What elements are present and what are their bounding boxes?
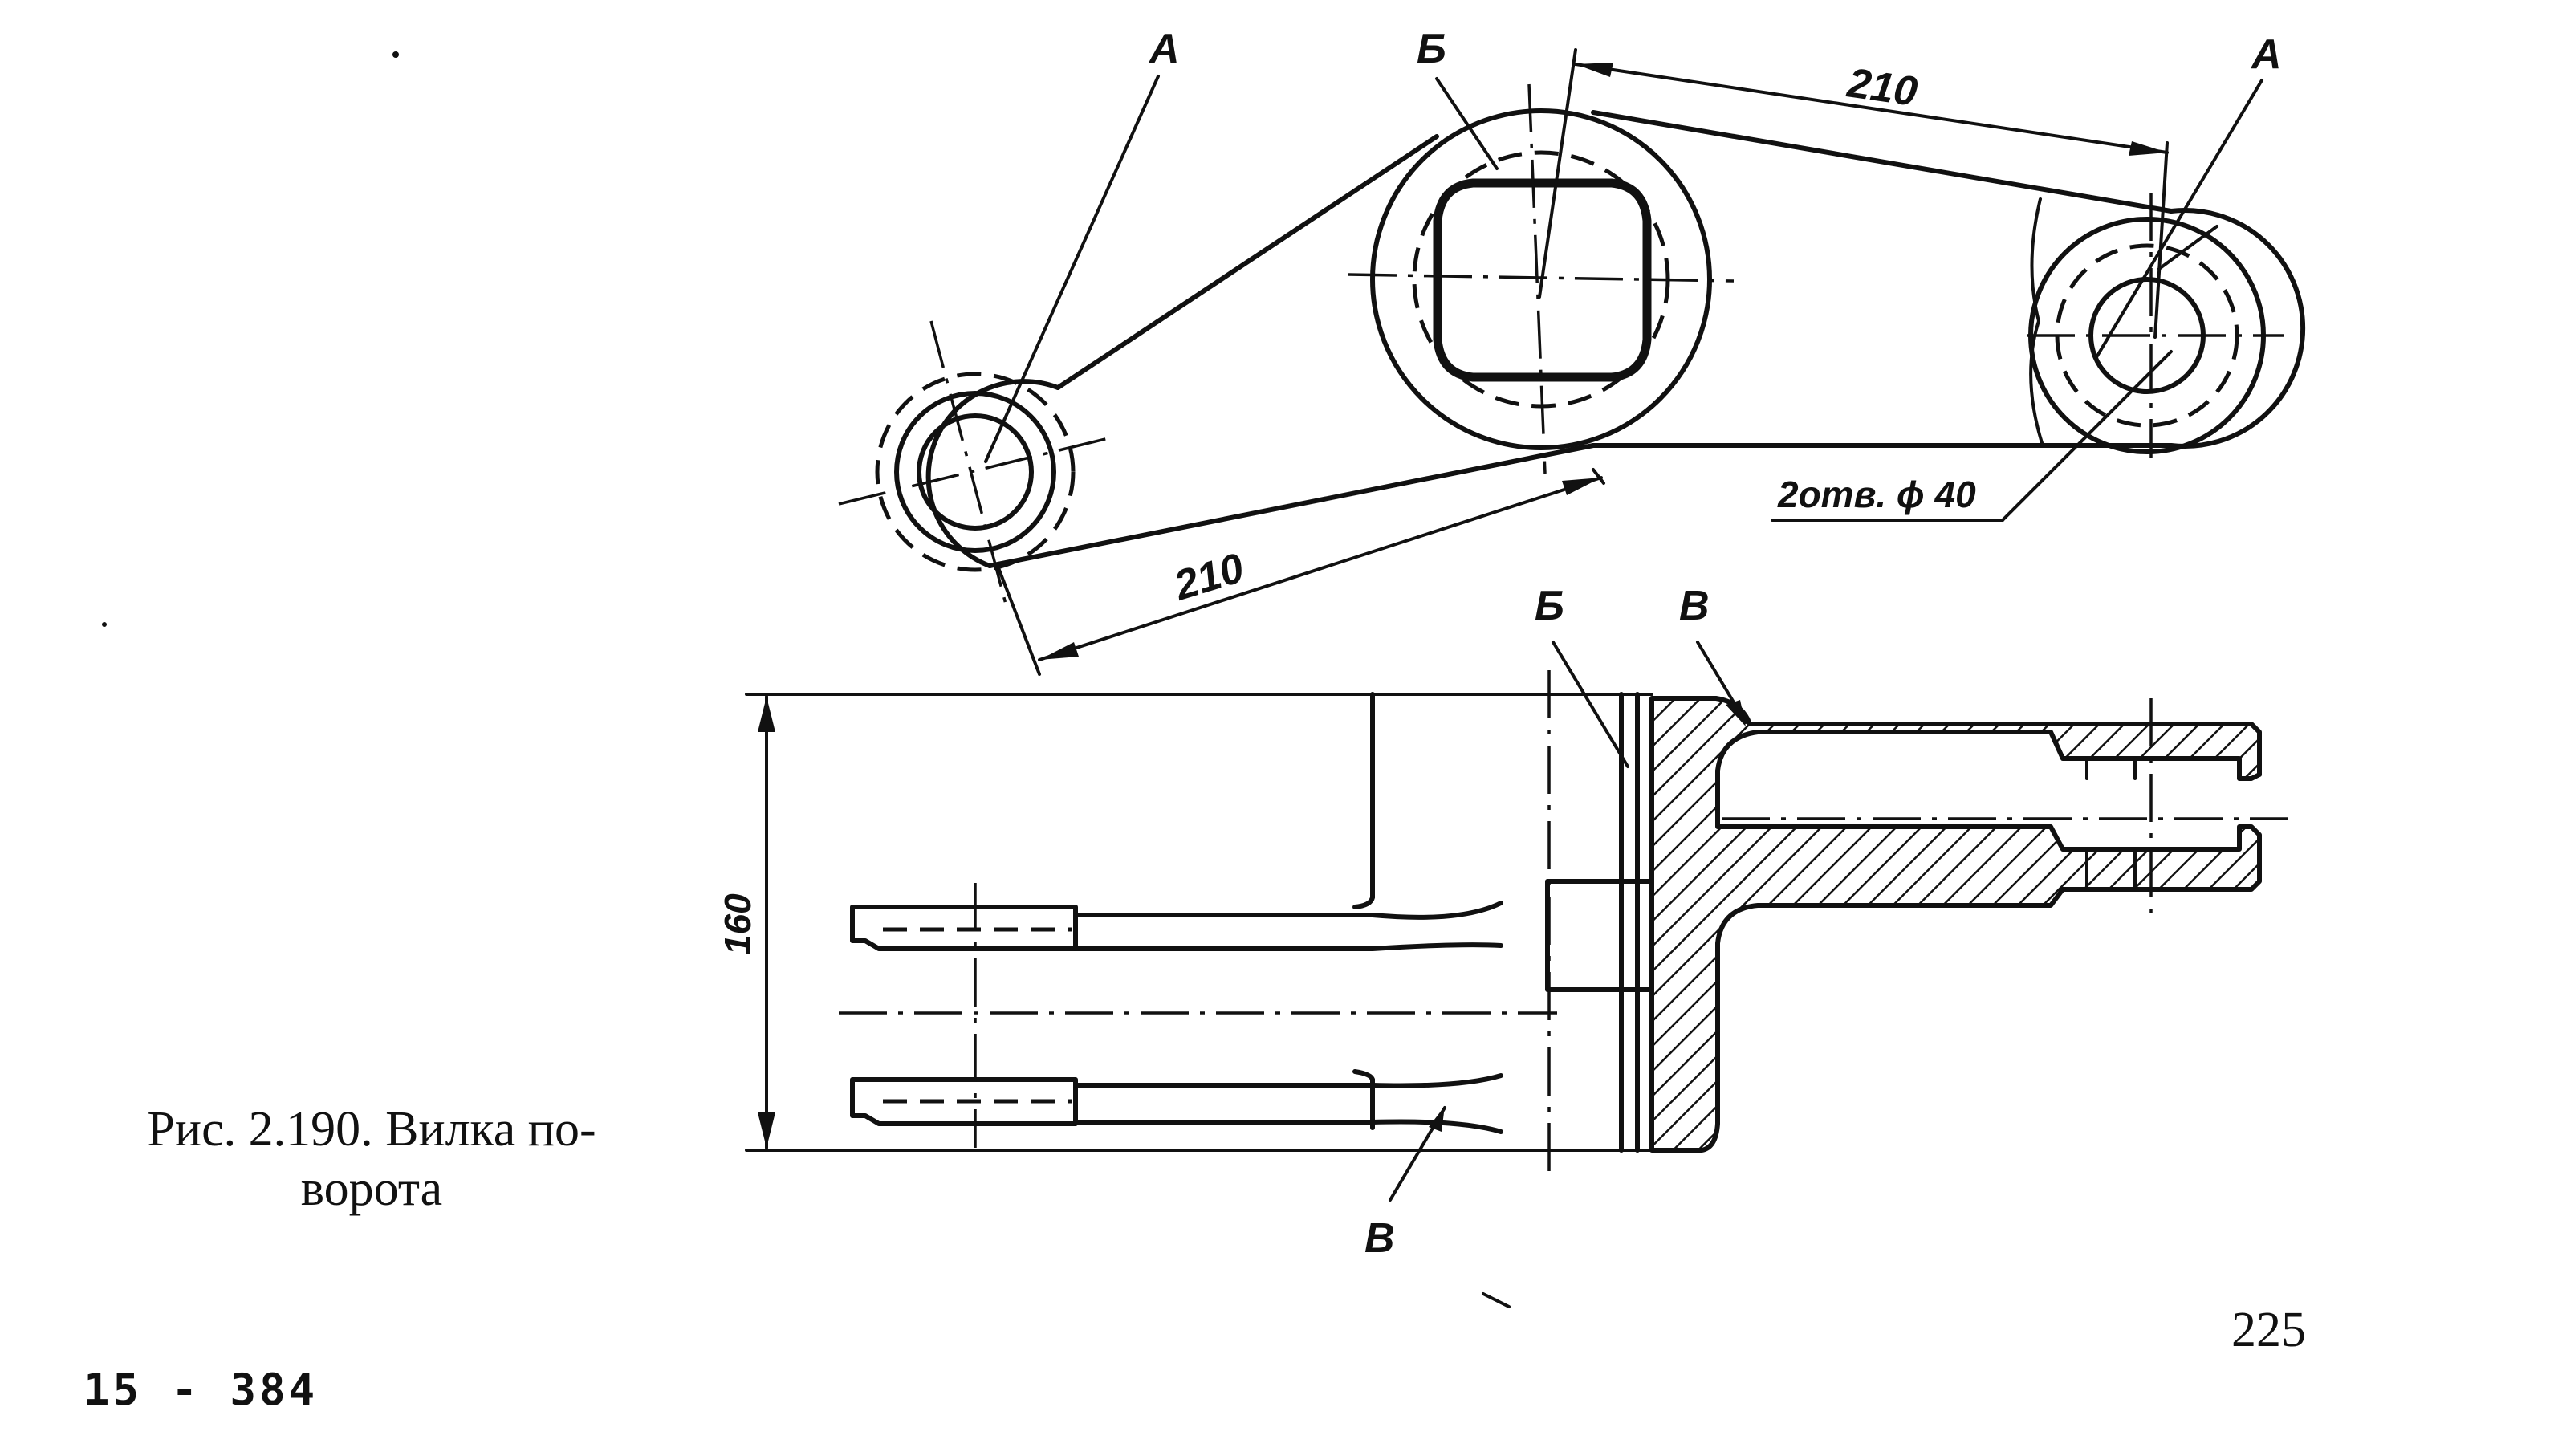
holes-note-text: 2отв. ϕ 40 xyxy=(1777,474,1976,515)
section-leaders xyxy=(1389,641,1747,1202)
plan-view: 210 210 2отв. ϕ 40 A Б A xyxy=(838,26,2306,676)
label-v-top: В xyxy=(1679,583,1710,629)
label-a-right: A xyxy=(2250,31,2282,78)
dimension-text-height: 160 xyxy=(717,893,758,955)
dimension-bottom-210: 210 xyxy=(996,468,1605,676)
right-boss xyxy=(2027,193,2284,458)
right-fork-details xyxy=(2085,757,2137,889)
stray-marks xyxy=(102,51,1511,1308)
figure-caption-line1: Рис. 2.190. Вилка по- xyxy=(147,1102,596,1157)
left-fork xyxy=(839,883,1557,1148)
hub-outline xyxy=(1352,670,1658,1172)
lever-outline xyxy=(925,110,2306,568)
dimension-text-top: 210 xyxy=(1844,59,1920,116)
dimension-height-160: 160 xyxy=(717,693,1679,1152)
leader-lines xyxy=(984,75,2263,463)
dimension-top-210: 210 xyxy=(1538,48,2169,339)
dimension-text-bottom: 210 xyxy=(1169,545,1250,610)
figure-caption-line2: ворота xyxy=(300,1161,443,1216)
sheet-mark: 15 - 384 xyxy=(83,1364,319,1415)
label-b-section: Б xyxy=(1535,583,1564,629)
section-view: 160 xyxy=(717,583,2288,1262)
hatched-section xyxy=(1649,696,2262,1153)
page-number: 225 xyxy=(2231,1303,2306,1357)
holes-note: 2отв. ϕ 40 xyxy=(1771,350,2173,522)
left-boss xyxy=(838,320,1112,611)
label-b-top: Б xyxy=(1417,26,1446,72)
label-v-bottom: В xyxy=(1364,1215,1395,1262)
figure-caption: Рис. 2.190. Вилка по- ворота xyxy=(95,1100,649,1218)
label-a-left: A xyxy=(1148,26,1180,72)
